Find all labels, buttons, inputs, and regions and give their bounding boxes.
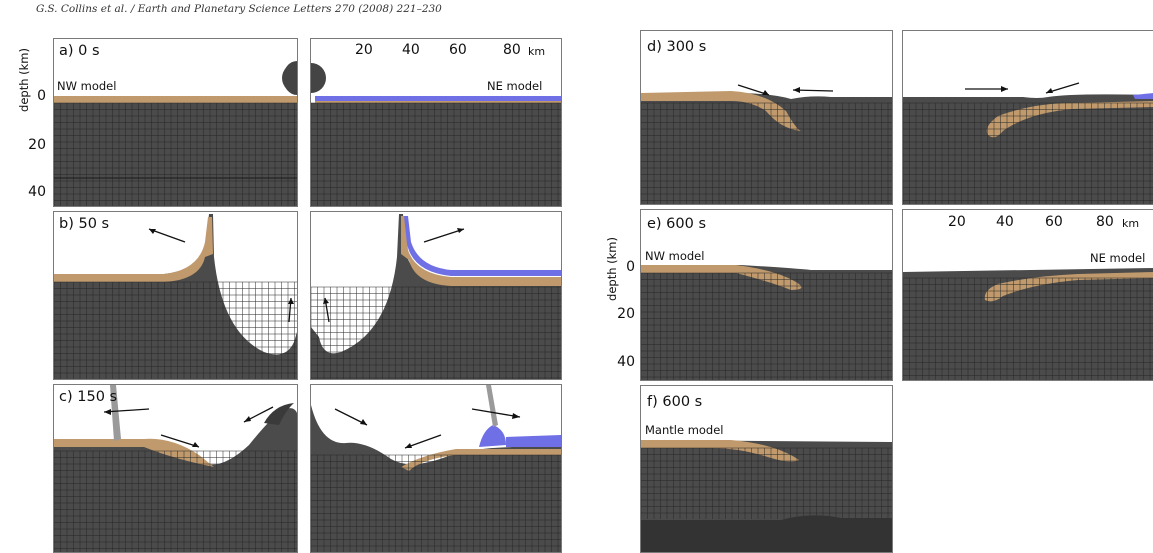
panel-e-left: e) 600 s NW model: [640, 209, 893, 381]
panel-e-right-model-label: NE model: [1090, 251, 1146, 265]
scale-left-unit: km: [528, 45, 546, 58]
panel-c-right-plot: [311, 385, 561, 552]
panel-b-left-plot: [54, 214, 297, 379]
scale-left-60: 60: [449, 42, 467, 58]
left-ytick-40: 40: [28, 184, 46, 200]
right-ytick-40: 40: [617, 354, 635, 370]
panel-a-left-plot: [54, 61, 297, 206]
scale-left-20: 20: [355, 42, 373, 58]
panel-e-left-model-label: NW model: [645, 249, 705, 263]
panel-d-right-plot: [903, 82, 1153, 204]
scale-right-80: 80: [1096, 214, 1114, 230]
panel-e-label: e) 600 s: [647, 216, 707, 232]
right-ytick-20: 20: [617, 306, 635, 322]
panel-f-left-plot: [641, 440, 892, 552]
scale-left-80: 80: [503, 42, 521, 58]
panel-b-right: [310, 211, 562, 380]
panel-a-left: a) 0 s NW model: [53, 38, 298, 207]
scale-right-60: 60: [1045, 214, 1063, 230]
panel-e-left-plot: [641, 265, 892, 380]
scale-right-20: 20: [948, 214, 966, 230]
panel-f-left: f) 600 s Mantle model: [640, 385, 893, 553]
scale-right-unit: km: [1122, 217, 1140, 230]
panel-c-left: c) 150 s: [53, 384, 298, 553]
panel-d-right: [902, 30, 1153, 205]
panel-b-left: b) 50 s: [53, 211, 298, 380]
panel-a-right: 20 40 60 80 km NE model: [310, 38, 562, 207]
panel-a-left-model-label: NW model: [57, 79, 117, 93]
panel-d-label: d) 300 s: [647, 39, 707, 55]
right-ytick-0: 0: [626, 259, 635, 275]
panel-d-left: d) 300 s: [640, 30, 893, 205]
left-ytick-20: 20: [28, 137, 46, 153]
panel-b-label: b) 50 s: [59, 216, 110, 232]
panel-a-right-plot: [311, 63, 561, 206]
panel-c-left-plot: [54, 385, 297, 552]
panel-c-right: [310, 384, 562, 553]
left-ytick-0: 0: [37, 88, 46, 104]
scale-left-40: 40: [402, 42, 420, 58]
panel-c-label: c) 150 s: [59, 389, 118, 405]
panel-a-right-model-label: NE model: [487, 79, 543, 93]
panel-b-right-plot: [311, 214, 561, 379]
panel-d-left-plot: [641, 84, 892, 204]
panel-e-right-plot: [903, 268, 1153, 380]
journal-citation: G.S. Collins et al. / Earth and Planetar…: [36, 3, 442, 15]
panel-f-label: f) 600 s: [647, 394, 703, 410]
panel-f-left-model-label: Mantle model: [645, 423, 724, 437]
panel-e-right: 20 40 60 80 km NE model: [902, 209, 1153, 381]
scale-right-40: 40: [996, 214, 1014, 230]
panel-a-label: a) 0 s: [59, 43, 100, 59]
